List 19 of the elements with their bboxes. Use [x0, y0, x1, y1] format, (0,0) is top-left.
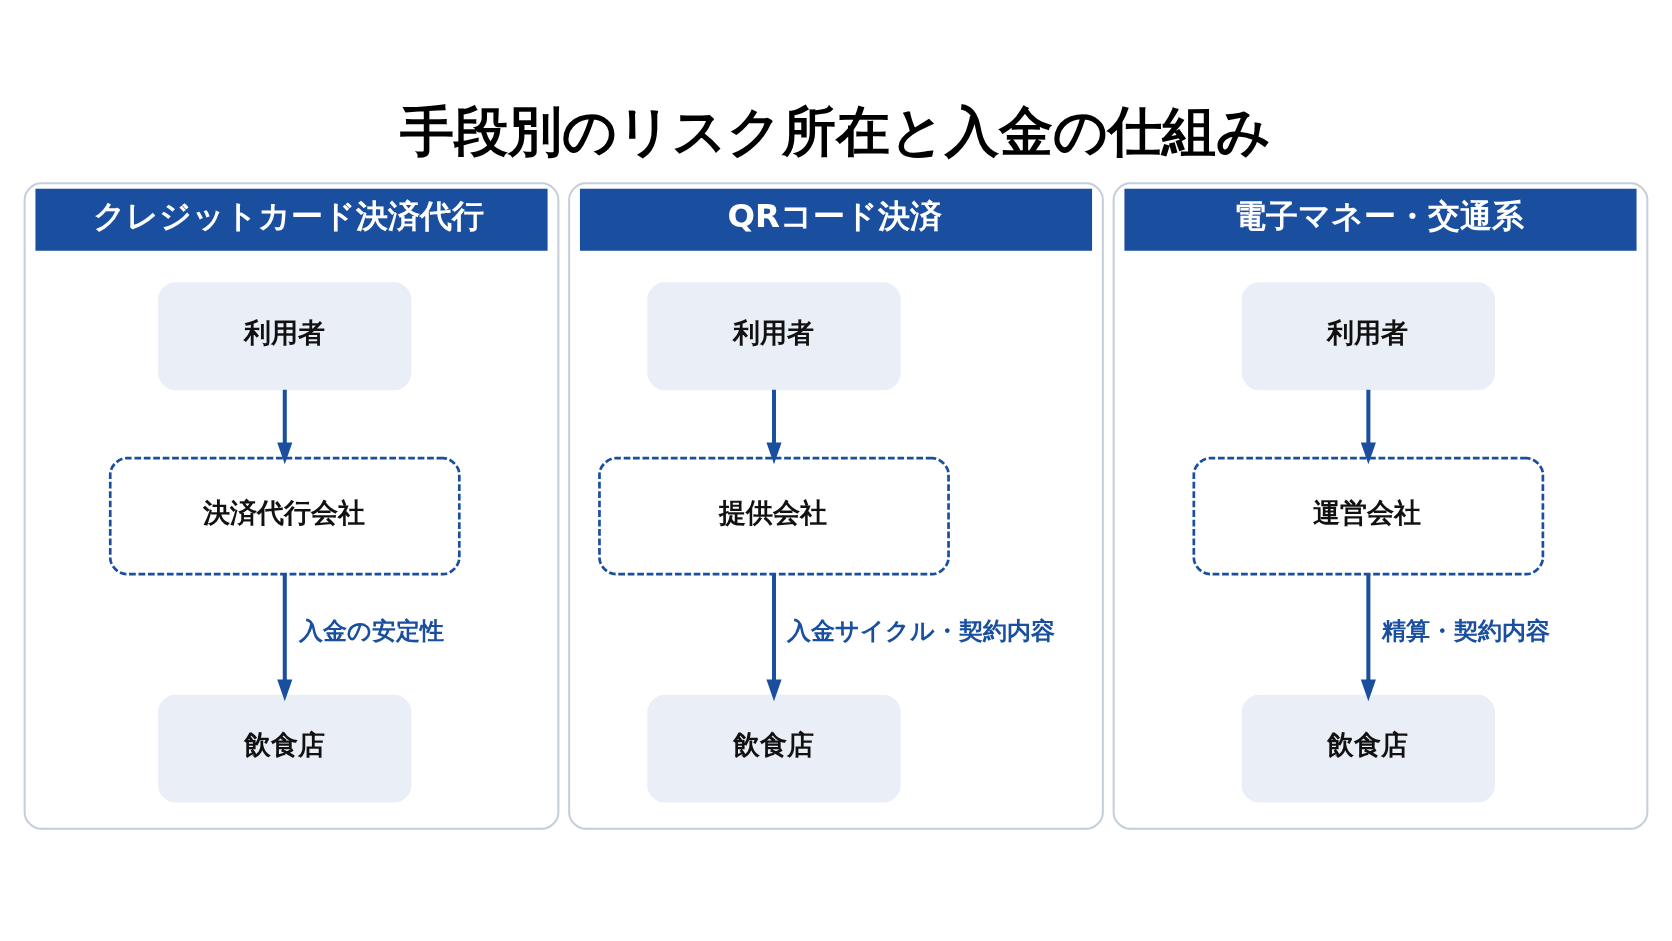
node-box: 提供会社	[598, 456, 950, 575]
arrow	[1360, 573, 1376, 701]
edge-label: 入金の安定性	[298, 615, 444, 645]
node-box: 利用者	[158, 281, 412, 390]
arrow	[277, 573, 293, 701]
arrow	[766, 389, 782, 464]
edge-label: 精算・契約内容	[1382, 615, 1551, 645]
diagram-title: 手段別のリスク所在と入金の仕組み	[400, 99, 1271, 163]
node-box: 飲食店	[1241, 694, 1496, 803]
arrow	[766, 573, 782, 701]
edge-label: 入金サイクル・契約内容	[787, 615, 1056, 645]
node-box: 飲食店	[158, 694, 412, 803]
arrow	[277, 389, 293, 464]
node-box: 決済代行会社	[108, 456, 461, 575]
arrow	[1360, 389, 1376, 464]
node-box: 運営会社	[1192, 456, 1545, 575]
node-box: 利用者	[647, 281, 901, 390]
node-box: 利用者	[1241, 281, 1496, 390]
node-box: 飲食店	[647, 694, 901, 803]
